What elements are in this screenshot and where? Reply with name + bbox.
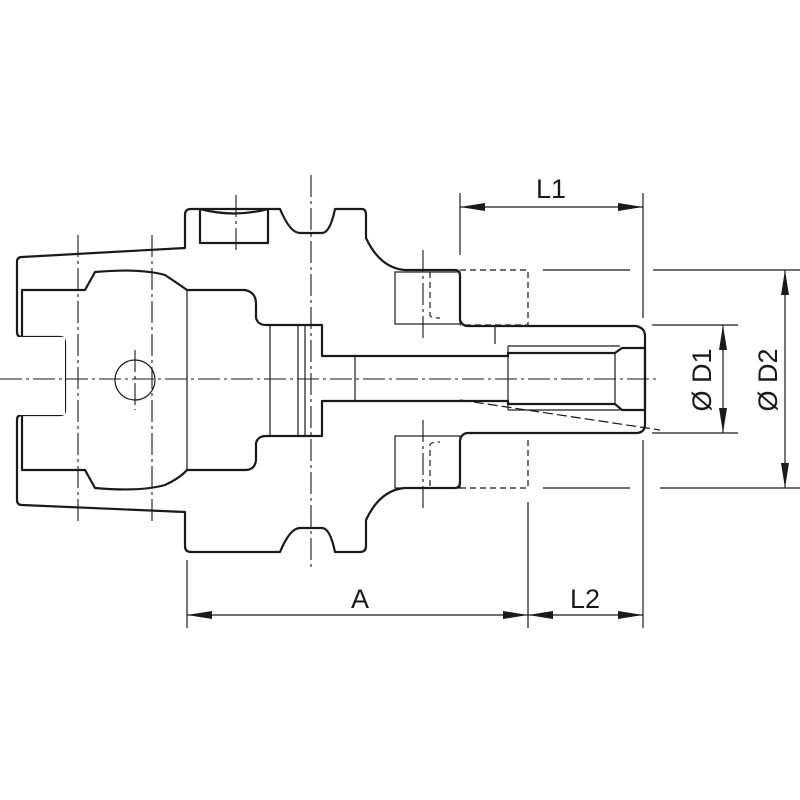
dimension-label-d2: Ø D2 xyxy=(753,348,783,411)
inner-cavity xyxy=(20,269,647,491)
dimension-label-l2: L2 xyxy=(570,584,600,614)
flange-slot-top xyxy=(198,207,270,245)
dimension-label-d1: Ø D1 xyxy=(687,348,717,411)
holder-body xyxy=(15,207,647,554)
relief-bottom xyxy=(394,435,461,489)
dimension-arrows xyxy=(187,203,789,619)
relief-top xyxy=(394,271,461,325)
dimension-label-a: A xyxy=(351,584,369,614)
dimension-label-l1: L1 xyxy=(536,174,566,204)
